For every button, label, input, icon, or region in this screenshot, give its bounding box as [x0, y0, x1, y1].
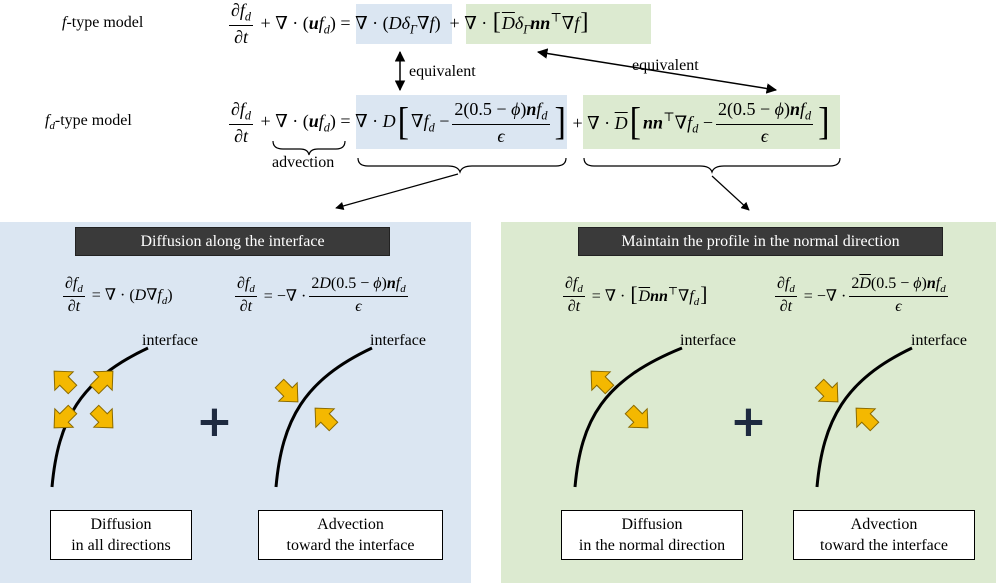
right-panel-banner: Maintain the profile in the normal direc…: [578, 227, 943, 256]
fd-diffusion-term-highlight: [356, 95, 567, 149]
yellow-arrow-toward-2: [305, 398, 344, 437]
f-normal-term-highlight: [466, 4, 651, 44]
yellow-arrow-normal-out: [581, 361, 620, 400]
f-diffusion-term-highlight: [356, 4, 452, 44]
interface-curve-left-1: [50, 346, 149, 488]
diffusion-brace: [357, 157, 567, 174]
right-diffusion-equation: ∂fd∂t = ∇ · [Dnn⊤∇fd]: [563, 275, 708, 316]
right-interface-label-2: interface: [911, 332, 967, 349]
equivalent-label-1: equivalent: [409, 63, 476, 80]
f-type-model-label: f-type model: [62, 14, 144, 31]
interface-curve-left-2: [274, 346, 373, 488]
right-interface-label-1: interface: [680, 332, 736, 349]
left-interface-label-2: interface: [370, 332, 426, 349]
normal-brace: [583, 157, 841, 174]
yellow-arrow-normal-in: [619, 399, 658, 438]
right-plus-sign: +: [730, 396, 767, 447]
left-diffusion-equation: ∂fd∂t = ∇ · (D∇fd): [63, 275, 173, 316]
yellow-arrow-downright: [84, 399, 123, 438]
f-type-equation: ∂fd∂t + ∇ · (ufd) = ∇ · (DδΓ∇f) + ∇ · [D…: [229, 0, 589, 47]
left-interface-label-1: interface: [142, 332, 198, 349]
equivalent-arrow-diagonal: [536, 48, 778, 94]
yellow-arrow-upleft: [44, 361, 83, 400]
arrow-to-left-panel: [335, 173, 459, 211]
advection-brace: [272, 140, 346, 156]
fd-type-model-label: fd-type model: [45, 112, 132, 132]
left-panel-banner: Diffusion along the interface: [75, 227, 390, 256]
interface-curve-right-2: [815, 346, 913, 488]
fd-type-equation: ∂fd∂t + ∇ · (ufd) = ∇ · D [∇fd − 2(0.5 −…: [229, 99, 830, 146]
arrow-to-right-panel: [711, 175, 750, 211]
fd-normal-term-highlight: [583, 95, 840, 149]
interface-curve-right-1: [573, 346, 683, 488]
advection-label: advection: [272, 154, 335, 171]
left-plus-sign: +: [196, 396, 233, 447]
yellow-arrow-toward-4: [846, 398, 885, 437]
